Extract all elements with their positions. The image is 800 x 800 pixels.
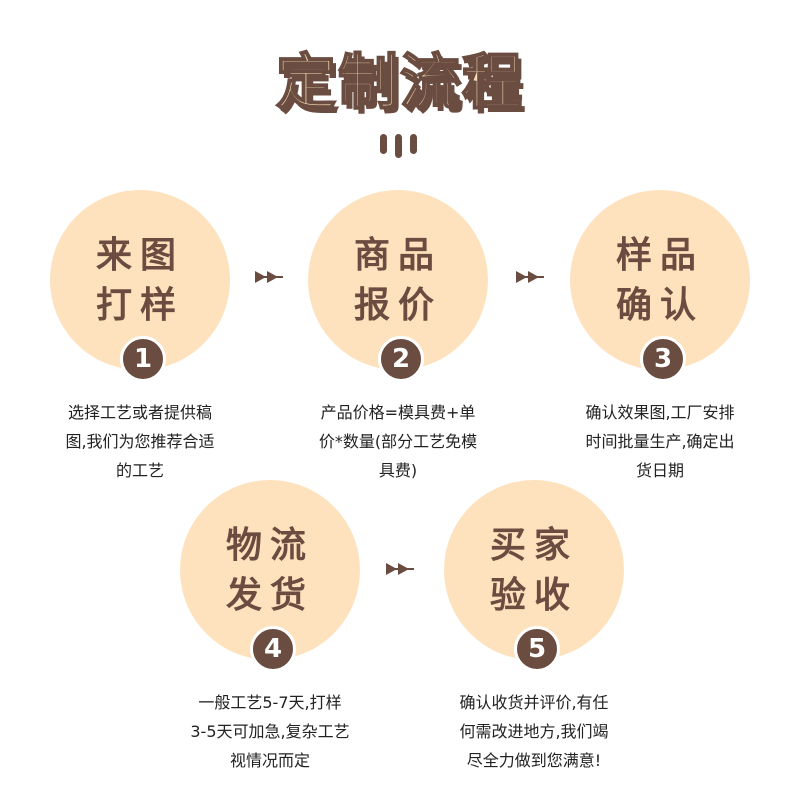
double-arrow-icon bbox=[516, 271, 544, 283]
double-arrow-icon bbox=[255, 271, 283, 283]
step-number-badge: 2 bbox=[378, 336, 424, 382]
description-line: 确认效果图,工厂安排 bbox=[585, 403, 735, 422]
description-line: 确认收货并评价,有任 bbox=[459, 693, 609, 712]
step-5-description: 确认收货并评价,有任 何需改进地方,我们竭 尽全力做到您满意! bbox=[424, 688, 644, 775]
step-number-badge: 5 bbox=[514, 626, 560, 672]
step-5: 买家 验收 5 bbox=[444, 480, 634, 672]
step-circle: 物流 发货 bbox=[180, 480, 360, 660]
step-title-line2: 发货 bbox=[225, 575, 314, 616]
description-line: 具费) bbox=[378, 461, 418, 480]
decorative-bars bbox=[380, 134, 420, 158]
step-title-line1: 物流 bbox=[225, 525, 314, 566]
description-line: 一般工艺5-7天,打样 bbox=[198, 693, 342, 712]
step-title-line1: 来图 bbox=[95, 235, 184, 276]
description-line: 何需改进地方,我们竭 bbox=[459, 722, 609, 741]
step-4: 物流 发货 4 bbox=[180, 480, 370, 672]
page-title: 定制流程 bbox=[275, 47, 524, 119]
description-line: 选择工艺或者提供稿 bbox=[67, 403, 212, 422]
description-line: 图,我们为您推荐合适 bbox=[65, 432, 215, 451]
step-title-line1: 买家 bbox=[489, 525, 578, 566]
step-1-description: 选择工艺或者提供稿 图,我们为您推荐合适 的工艺 bbox=[30, 398, 250, 485]
step-title-line2: 报价 bbox=[353, 285, 442, 326]
description-line: 3-5天可加急,复杂工艺 bbox=[190, 722, 350, 741]
step-2-description: 产品价格=模具费+单 价*数量(部分工艺免模 具费) bbox=[288, 398, 508, 485]
step-1: 来图 打样 1 bbox=[50, 190, 240, 382]
step-4-description: 一般工艺5-7天,打样 3-5天可加急,复杂工艺 视情况而定 bbox=[160, 688, 380, 775]
step-title-line1: 样品 bbox=[615, 235, 704, 276]
description-line: 货日期 bbox=[635, 461, 684, 480]
description-line: 尽全力做到您满意! bbox=[466, 751, 602, 770]
step-number-badge: 1 bbox=[120, 336, 166, 382]
description-line: 价*数量(部分工艺免模 bbox=[318, 432, 478, 451]
description-line: 产品价格=模具费+单 bbox=[320, 403, 476, 422]
step-2: 商品 报价 2 bbox=[308, 190, 498, 382]
step-title-line1: 商品 bbox=[353, 235, 442, 276]
description-line: 的工艺 bbox=[115, 461, 164, 480]
description-line: 时间批量生产,确定出 bbox=[585, 432, 735, 451]
step-3-description: 确认效果图,工厂安排 时间批量生产,确定出 货日期 bbox=[550, 398, 770, 485]
step-number-badge: 3 bbox=[640, 336, 686, 382]
description-line: 视情况而定 bbox=[229, 751, 310, 770]
step-title-line2: 打样 bbox=[95, 285, 184, 326]
step-title-line2: 确认 bbox=[615, 285, 704, 326]
step-title-line2: 验收 bbox=[489, 575, 578, 616]
double-arrow-icon bbox=[386, 563, 414, 575]
step-3: 样品 确认 3 bbox=[570, 190, 760, 382]
step-number-badge: 4 bbox=[250, 626, 296, 672]
